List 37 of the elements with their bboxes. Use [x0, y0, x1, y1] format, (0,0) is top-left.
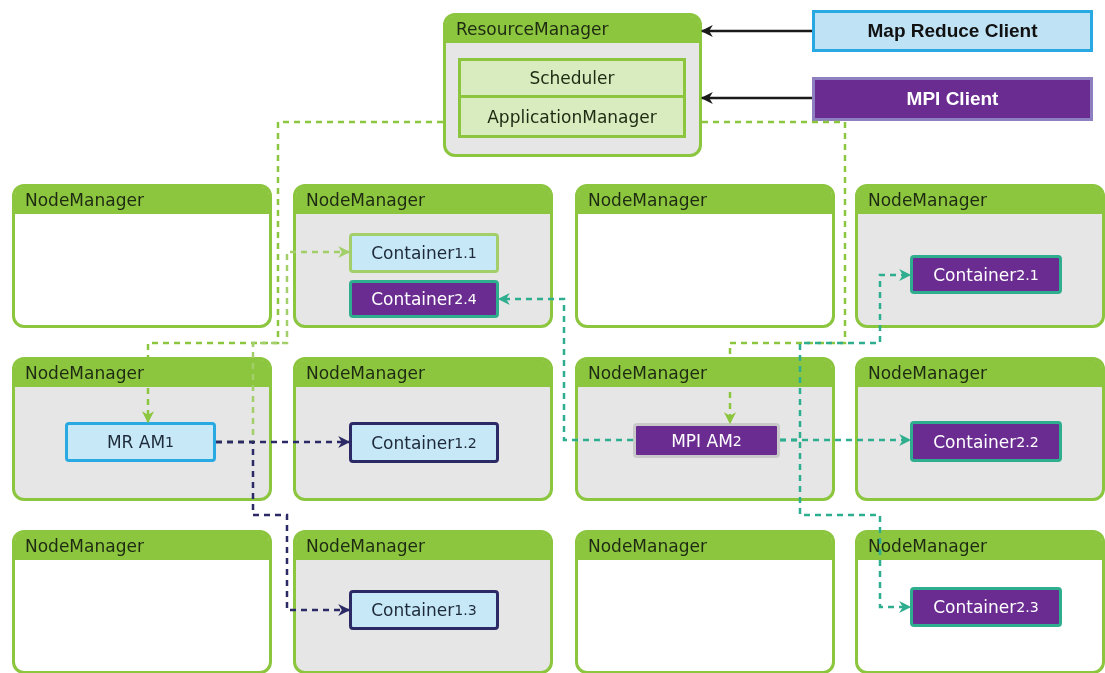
arrow — [702, 120, 847, 425]
box-title: NodeManager — [588, 536, 707, 556]
box-title: NodeManager — [868, 536, 987, 556]
box-title: NodeManager — [306, 363, 425, 383]
box-title: NodeManager — [306, 190, 425, 210]
arrow — [497, 293, 633, 442]
component-box: ApplicationManager — [458, 98, 686, 138]
arrow — [700, 92, 812, 104]
arrow — [780, 438, 912, 613]
component-box: Scheduler — [458, 58, 686, 98]
node-manager-box — [293, 184, 553, 328]
client-box: Map Reduce Client — [812, 10, 1093, 52]
node-manager-box — [12, 357, 272, 501]
box-title: NodeManager — [588, 190, 707, 210]
node-manager-box — [855, 184, 1105, 328]
node-manager-box — [293, 357, 553, 501]
box-title: NodeManager — [868, 190, 987, 210]
node-manager-box — [575, 184, 835, 328]
box-title: NodeManager — [868, 363, 987, 383]
node-manager-box — [12, 184, 272, 328]
node-manager-box — [855, 530, 1105, 673]
node-manager-box — [575, 357, 835, 501]
node-manager-box — [855, 357, 1105, 501]
resource-manager-box — [443, 13, 702, 157]
box-title: NodeManager — [25, 363, 144, 383]
node-manager-box — [575, 530, 835, 673]
arrow — [216, 440, 351, 616]
box-title: NodeManager — [25, 190, 144, 210]
node-manager-box — [12, 530, 272, 673]
node-manager-box — [293, 530, 553, 673]
client-box: MPI Client — [812, 77, 1093, 121]
box-title: NodeManager — [306, 536, 425, 556]
box-title: NodeManager — [588, 363, 707, 383]
arrow — [700, 25, 812, 37]
box-title: NodeManager — [25, 536, 144, 556]
arrow — [142, 120, 443, 424]
box-title: ResourceManager — [456, 19, 609, 39]
